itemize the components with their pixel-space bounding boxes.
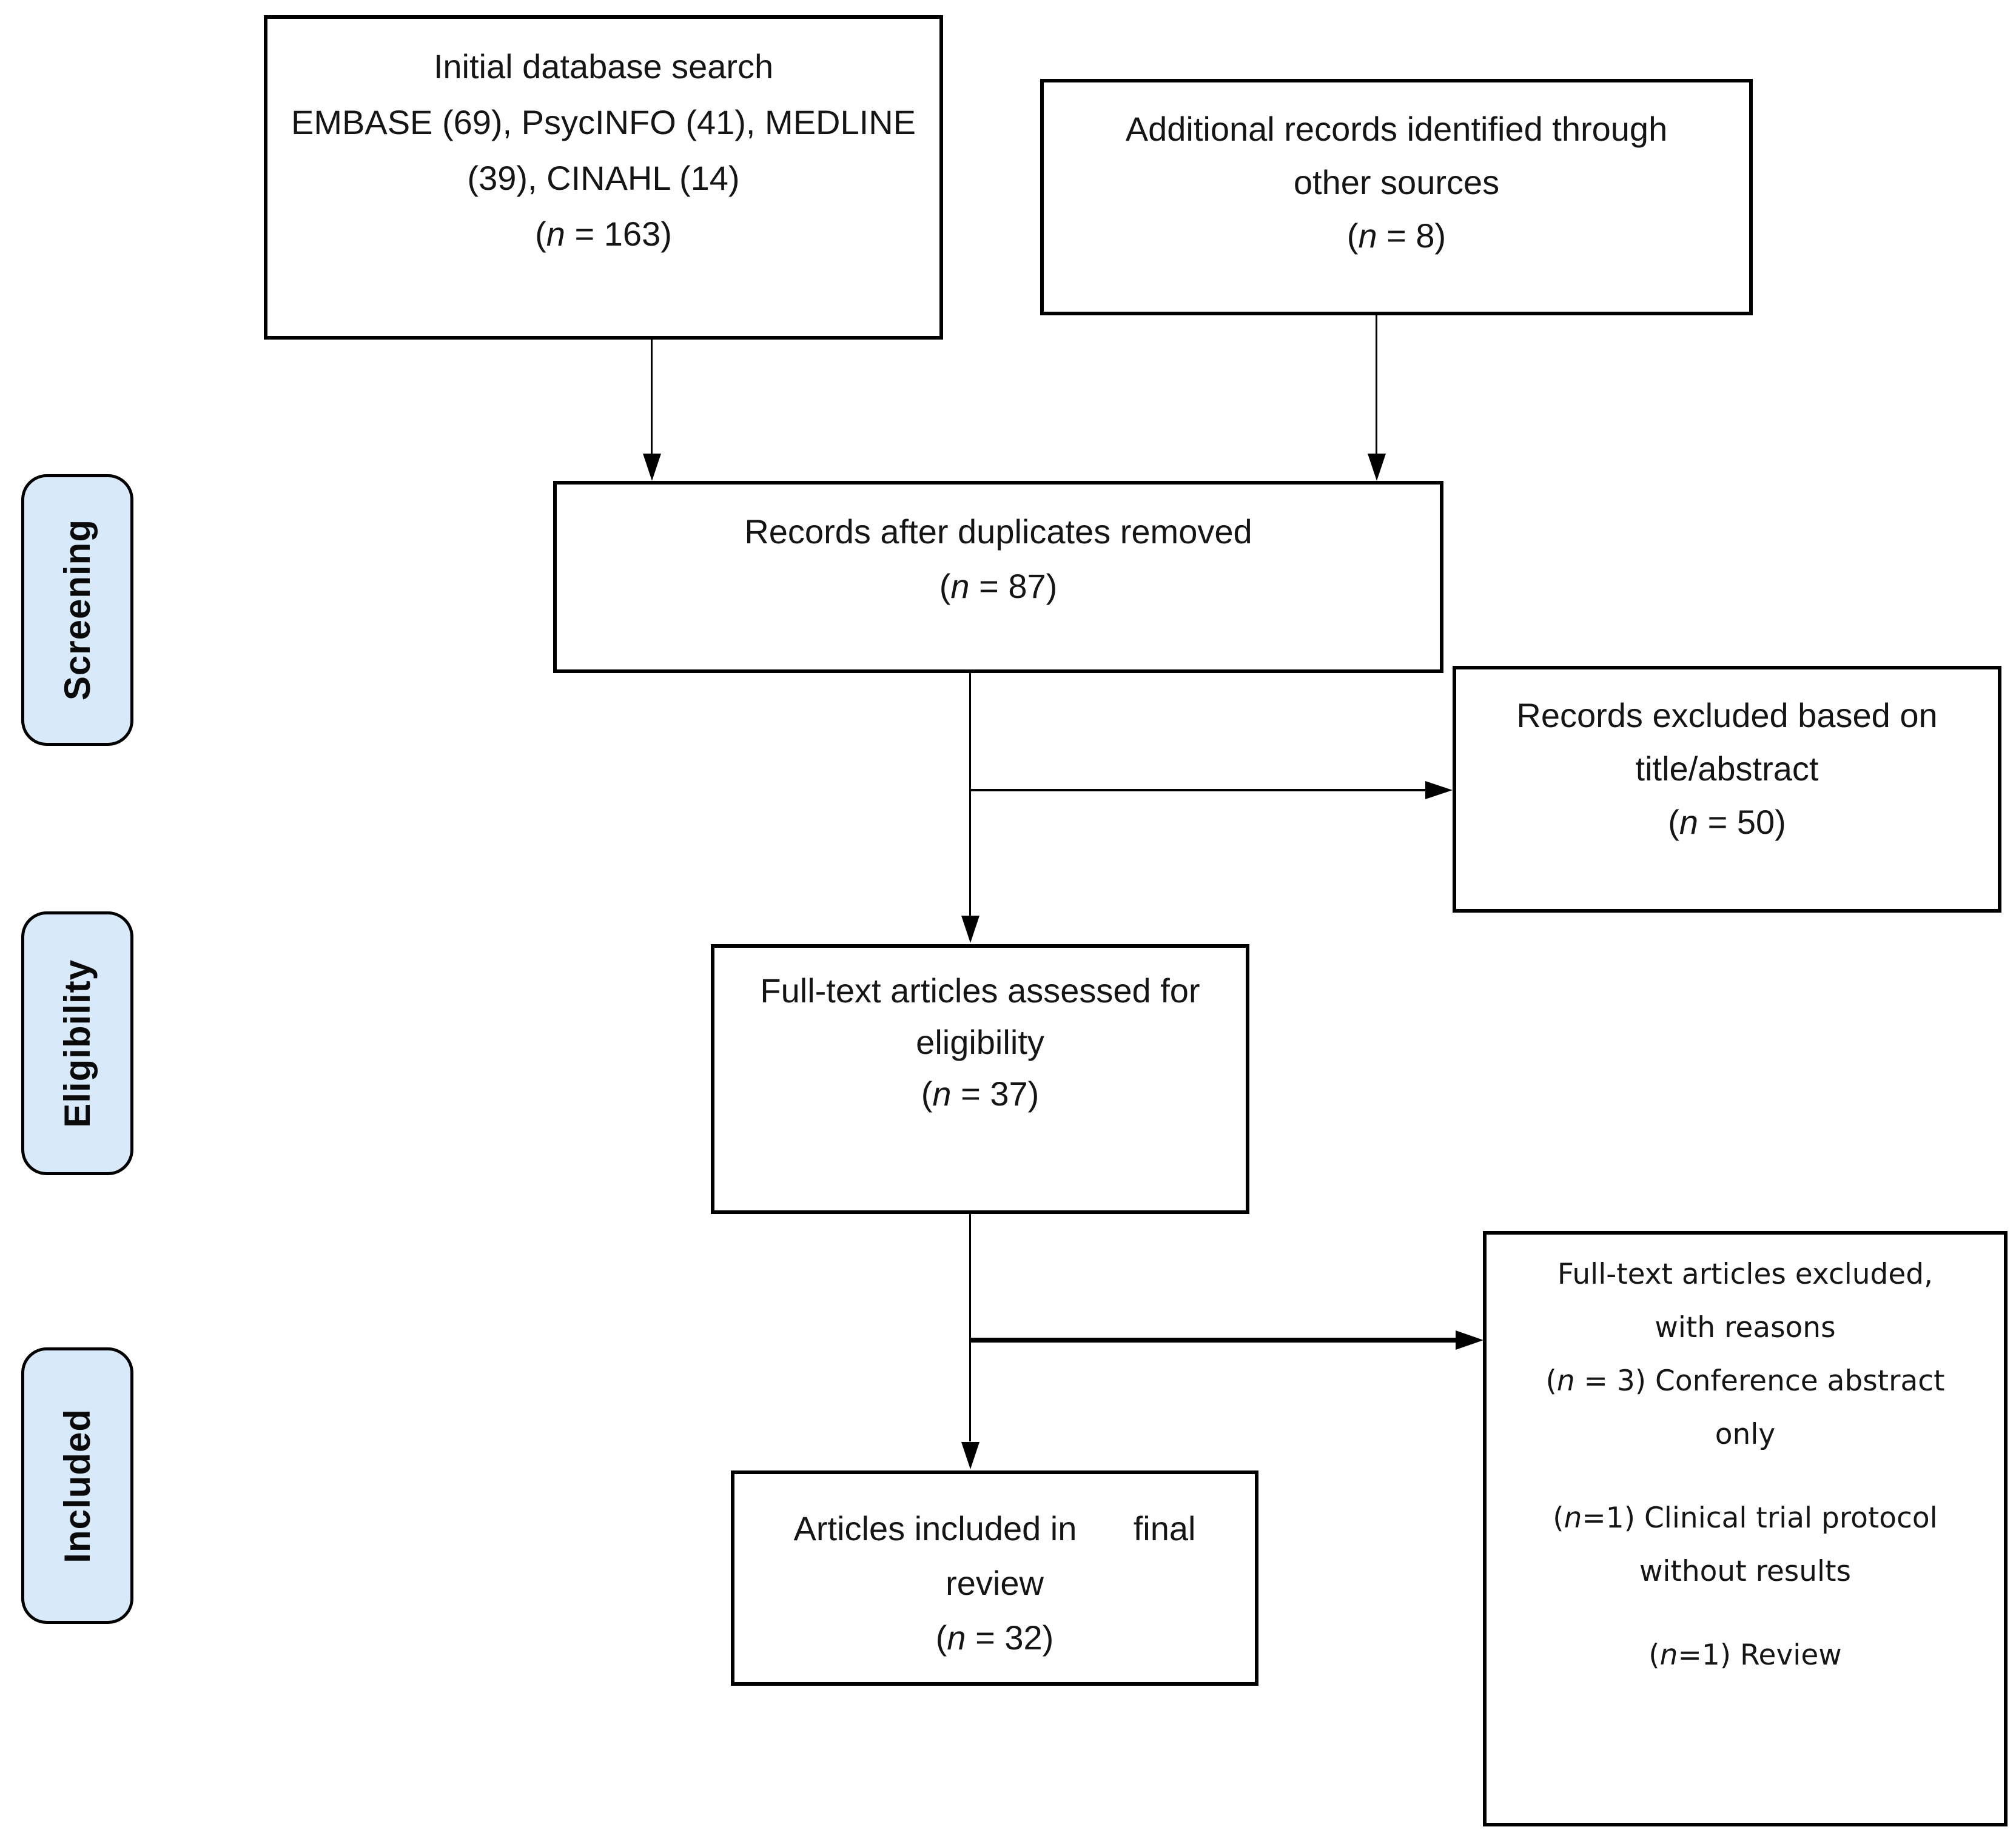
- box-records-excluded-text: Records excluded based on title/abstract (…: [1456, 669, 1998, 849]
- box-records-after-duplicates-text: Records after duplicates removed (n = 87): [557, 485, 1440, 614]
- box-fulltext-assessed: Full-text articles assessed for eligibili…: [711, 944, 1249, 1214]
- arrow-fulltext-to-included: [969, 1214, 971, 1441]
- text-line: (n=1) Clinical trial protocol: [1553, 1501, 1938, 1535]
- text-line: (n = 3) Conference abstract: [1545, 1364, 1945, 1398]
- stage-label-screening-text: Screening: [57, 519, 98, 701]
- arrow-fulltext-to-fulltext-excluded: [970, 1338, 1457, 1343]
- arrowhead-down-icon: [643, 454, 661, 481]
- text-line: only: [1715, 1418, 1776, 1451]
- arrow-duplicates-to-fulltext: [969, 673, 971, 917]
- arrowhead-down-icon: [961, 916, 979, 943]
- line-spacer: [1487, 1461, 2004, 1492]
- stage-label-screening: Screening: [21, 474, 133, 746]
- box-fulltext-excluded-text: Full-text articles excluded, with reasons…: [1487, 1235, 2004, 1682]
- box-fulltext-assessed-text: Full-text articles assessed for eligibili…: [714, 948, 1246, 1119]
- text-line: (n=1) Review: [1648, 1638, 1842, 1672]
- box-fulltext-excluded: Full-text articles excluded, with reasons…: [1483, 1231, 2008, 1826]
- stage-label-included-text: Included: [57, 1408, 98, 1563]
- line-spacer: [1487, 1598, 2004, 1629]
- arrowhead-right-icon: [1456, 1330, 1483, 1350]
- arrowhead-down-icon: [1368, 454, 1386, 481]
- text-line: (n = 8): [1346, 216, 1446, 255]
- arrow-additional-to-duplicates: [1376, 315, 1377, 455]
- text-line: Full-text articles excluded,: [1557, 1258, 1934, 1291]
- text-line: eligibility: [916, 1023, 1044, 1061]
- stage-label-eligibility-text: Eligibility: [57, 959, 98, 1128]
- text-line: with reasons: [1655, 1311, 1836, 1344]
- text-line: review: [946, 1564, 1044, 1602]
- box-articles-included-text: Articles included in final review (n = 32): [734, 1474, 1255, 1665]
- text-line: Records excluded based on: [1516, 696, 1938, 734]
- box-records-excluded: Records excluded based on title/abstract (…: [1453, 666, 2001, 913]
- text-line: (n = 50): [1668, 803, 1786, 841]
- text-line: (n = 163): [535, 215, 672, 253]
- text-line: Full-text articles assessed for: [760, 971, 1200, 1010]
- text-line: without results: [1639, 1555, 1852, 1588]
- arrowhead-down-icon: [961, 1442, 979, 1469]
- stage-label-eligibility: Eligibility: [21, 911, 133, 1175]
- box-records-after-duplicates: Records after duplicates removed (n = 87): [553, 481, 1443, 673]
- text-line: Initial database search: [433, 47, 774, 86]
- text-line: Articles included in final: [793, 1509, 1196, 1548]
- stage-label-included: Included: [21, 1347, 133, 1624]
- box-additional-records-text: Additional records identified through oth…: [1044, 82, 1749, 263]
- text-line: Additional records identified through: [1125, 110, 1668, 148]
- box-articles-included: Articles included in final review (n = 32): [731, 1470, 1258, 1686]
- text-line: Records after duplicates removed: [744, 512, 1252, 551]
- arrow-duplicates-to-records-excluded: [970, 789, 1426, 791]
- arrowhead-right-icon: [1425, 781, 1453, 799]
- text-line: title/abstract: [1635, 749, 1819, 788]
- text-line: (n = 37): [921, 1075, 1040, 1113]
- text-line: other sources: [1293, 163, 1500, 201]
- text-line: (n = 32): [935, 1618, 1054, 1657]
- text-line: (n = 87): [939, 567, 1058, 605]
- text-line: (39), CINAHL (14): [467, 159, 740, 197]
- box-additional-records: Additional records identified through oth…: [1040, 79, 1753, 315]
- text-line: EMBASE (69), PsycINFO (41), MEDLINE: [291, 103, 916, 141]
- arrow-initial-to-duplicates: [651, 340, 653, 455]
